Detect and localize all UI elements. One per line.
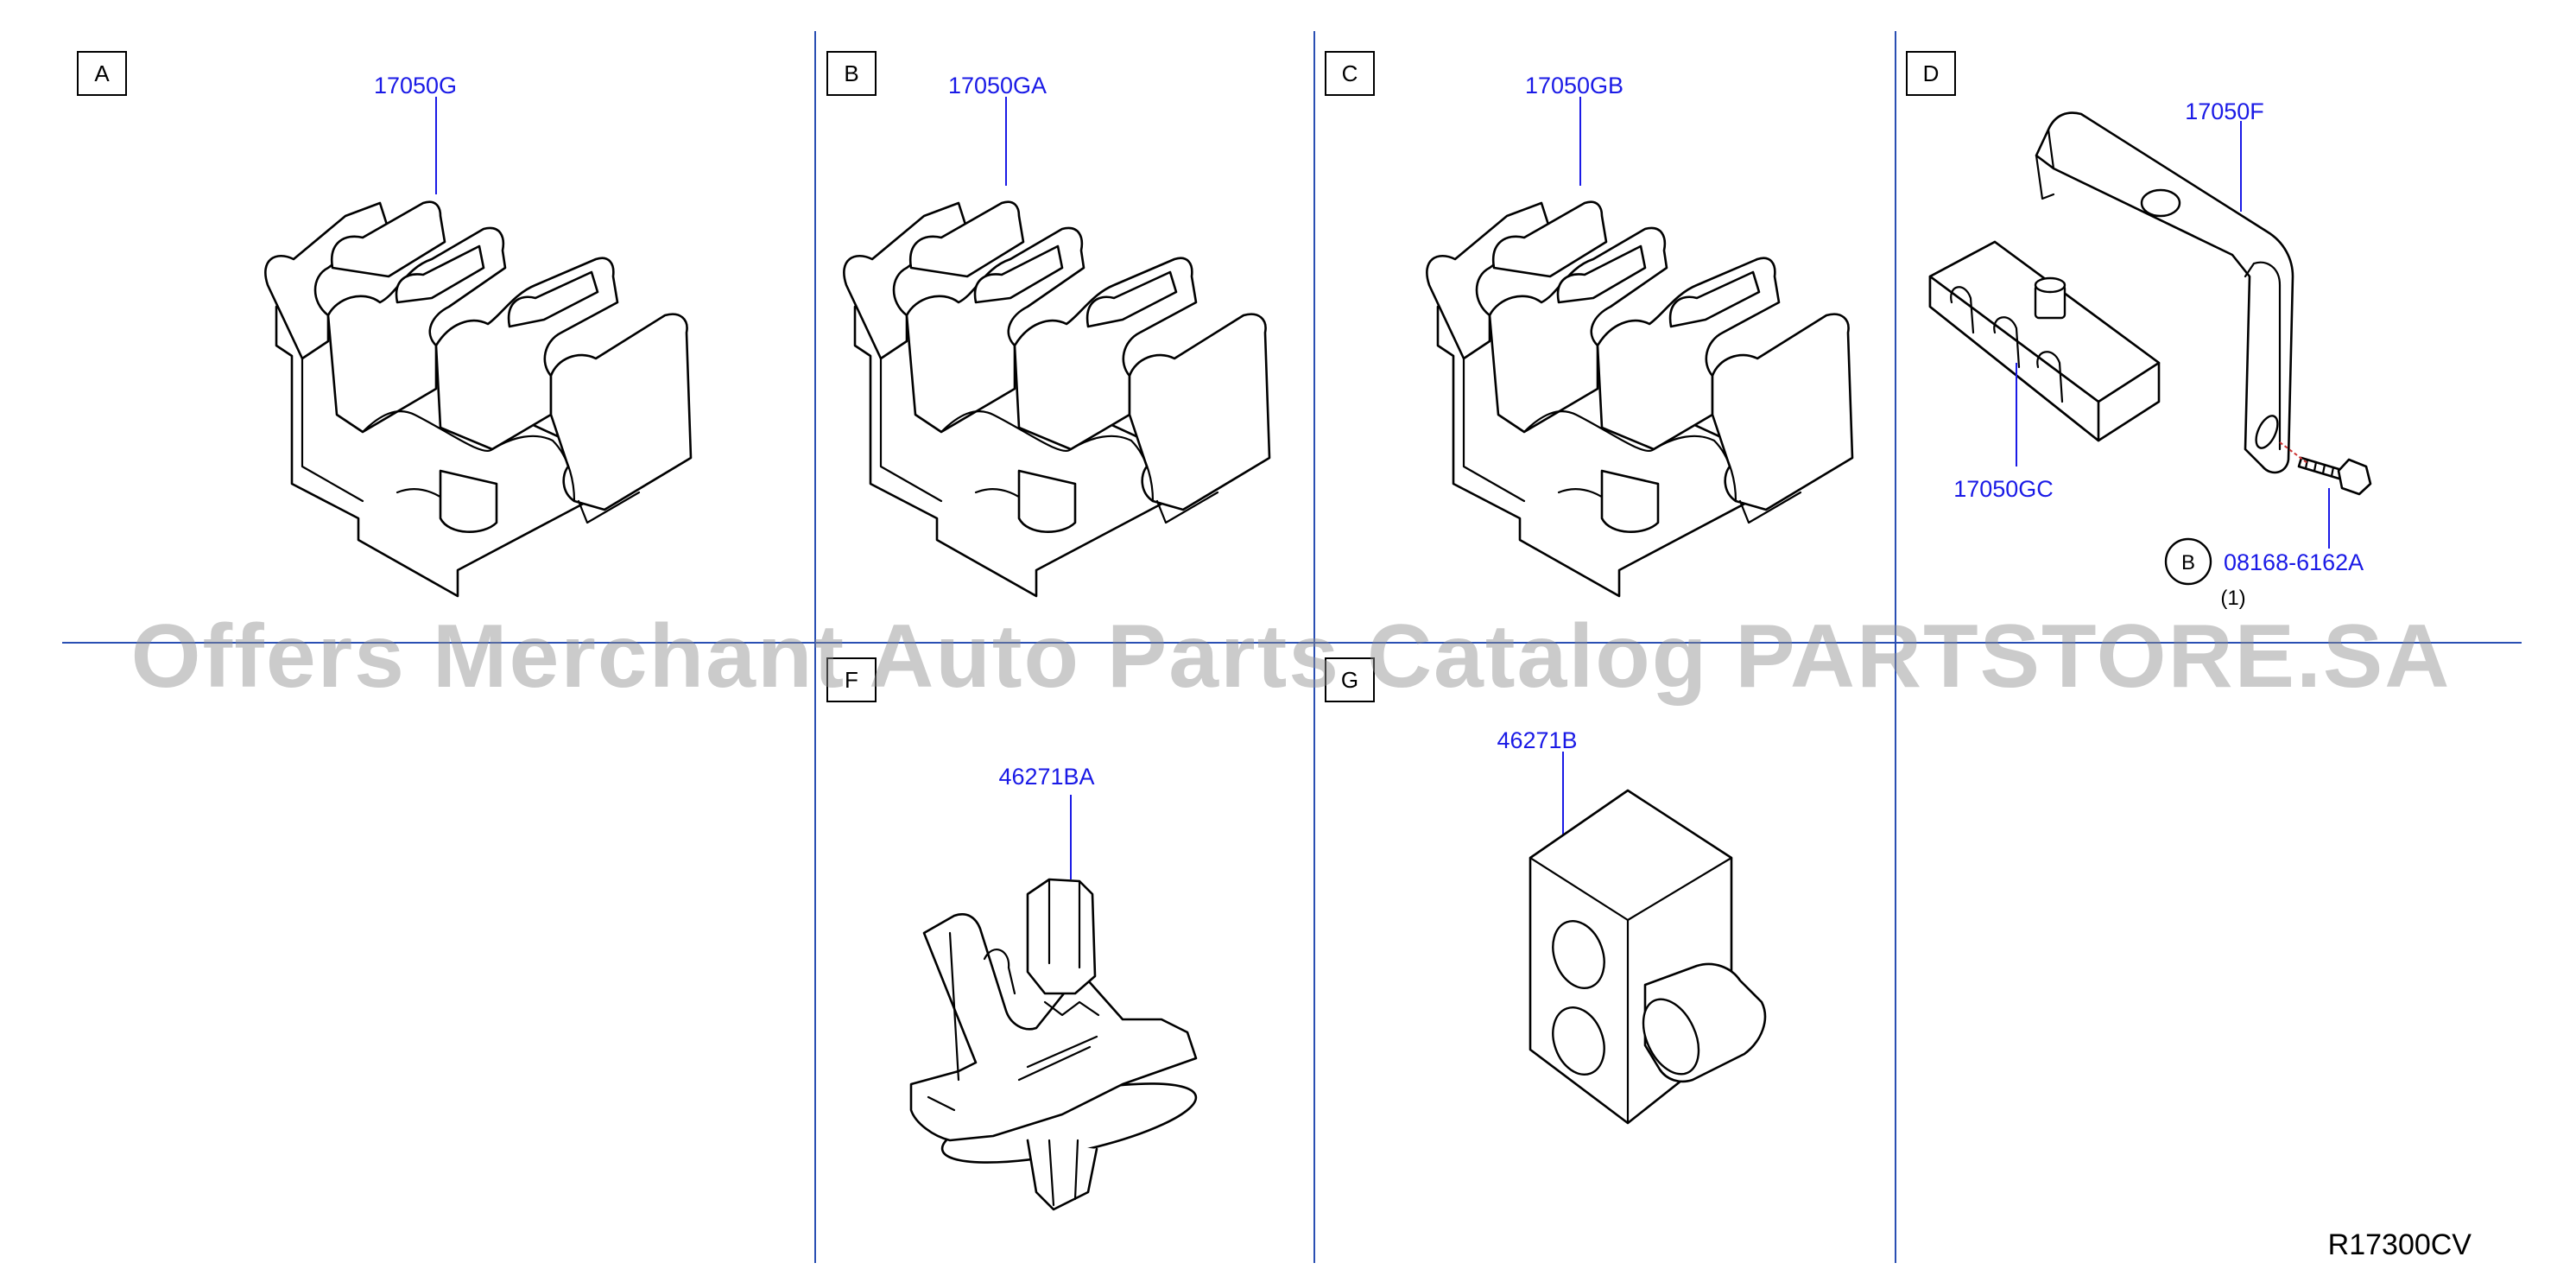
triple-pipe-clip-b <box>843 200 1271 598</box>
section-a: A 17050G <box>77 51 693 598</box>
bolt-callout-letter: B <box>2181 551 2195 574</box>
section-c: C 17050GB <box>1325 51 1854 598</box>
part-label-46271ba[interactable]: 46271BA <box>998 764 1094 790</box>
section-b: B 17050GA <box>826 51 1271 598</box>
section-c-box <box>1325 51 1375 96</box>
part-label-46271b[interactable]: 46271B <box>1497 727 1577 753</box>
diagram-code: R17300CV <box>2328 1228 2472 1261</box>
part-label-17050gc[interactable]: 17050GC <box>1953 476 2054 502</box>
section-a-box <box>77 51 127 96</box>
section-d-letter: D <box>1923 60 1940 86</box>
part-label-17050f[interactable]: 17050F <box>2185 98 2264 124</box>
push-clip-46271ba <box>909 878 1198 1211</box>
section-b-box <box>826 51 877 96</box>
part-label-17050ga[interactable]: 17050GA <box>948 73 1047 98</box>
section-a-letter: A <box>94 60 110 86</box>
part-label-17050g[interactable]: 17050G <box>374 73 457 98</box>
section-g: G 46271B <box>1325 657 1767 1125</box>
section-f-letter: F <box>845 667 858 693</box>
section-f: F 46271BA <box>826 657 1198 1211</box>
bolt-callout-circle <box>2164 537 2212 586</box>
bracket-17050f <box>2035 111 2294 474</box>
section-c-letter: C <box>1342 60 1358 86</box>
part-label-17050gb[interactable]: 17050GB <box>1525 73 1623 98</box>
section-f-box <box>826 657 877 702</box>
triple-pipe-clip-c <box>1426 200 1854 598</box>
section-b-letter: B <box>844 60 858 86</box>
bolt-08168-6162a <box>2297 456 2372 496</box>
block-clip-46271b <box>1529 789 1767 1125</box>
section-g-box <box>1325 657 1375 702</box>
clamp-block-17050gc <box>1928 240 2161 442</box>
triple-pipe-clip-a <box>264 200 693 598</box>
section-d-box <box>1906 51 1956 96</box>
watermark-text: Offers Merchant Auto Parts Catalog PARTS… <box>131 606 2452 707</box>
section-g-letter: G <box>1341 667 1358 693</box>
section-dividers <box>62 31 2522 1263</box>
section-d: D 17050F 17050GC <box>1906 51 2372 610</box>
bolt-quantity: (1) <box>2220 587 2245 610</box>
part-label-08168-6162a[interactable]: 08168-6162A <box>2224 549 2364 575</box>
